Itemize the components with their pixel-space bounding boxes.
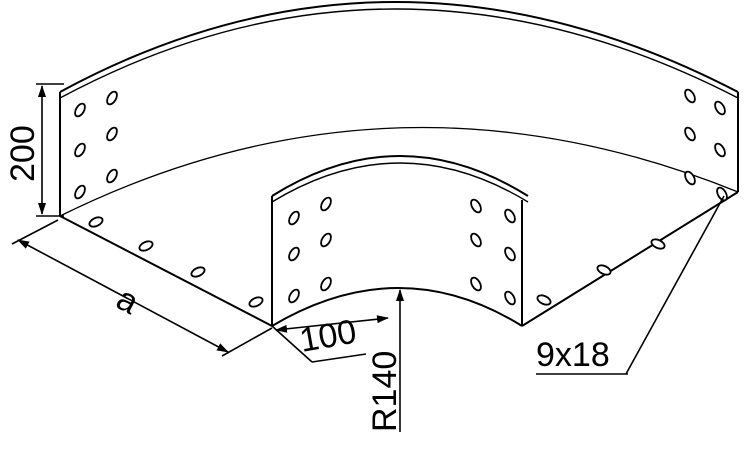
base-right-edge	[521, 191, 739, 327]
slot-hole	[320, 232, 332, 248]
slot-callout	[536, 195, 725, 375]
slot-label: 9x18	[536, 336, 610, 374]
height-dimension	[36, 83, 64, 217]
slot-hole	[106, 126, 118, 142]
slot-hole	[684, 88, 696, 104]
slot-hole	[106, 90, 118, 106]
slot-hole	[684, 126, 696, 142]
mounting-slots	[74, 88, 728, 308]
slot-hole	[470, 276, 482, 292]
slot-hole	[88, 216, 104, 228]
slot-hole	[288, 246, 300, 262]
width-label: 100	[297, 313, 359, 360]
slot-hole	[716, 186, 728, 202]
slot-hole	[536, 294, 552, 306]
slot-hole	[138, 240, 154, 252]
slot-hole	[288, 210, 300, 226]
slot-hole	[320, 196, 332, 212]
slot-hole	[190, 266, 206, 278]
side-dimension	[11, 219, 273, 357]
slot-hole	[504, 208, 516, 224]
height-label: 200	[4, 125, 42, 182]
slot-hole	[504, 246, 516, 262]
radius-label: R140	[366, 351, 404, 432]
slot-hole	[470, 198, 482, 214]
slot-hole	[74, 184, 86, 200]
side-label: a	[110, 280, 145, 322]
slot-callout-leader	[625, 195, 725, 375]
side-dimension-line	[17, 239, 229, 353]
base-plate	[59, 126, 739, 327]
slot-hole	[714, 100, 726, 116]
slot-hole	[596, 264, 612, 276]
base-far-edge	[59, 126, 739, 217]
slot-hole	[74, 102, 86, 118]
width-dimension-line	[275, 315, 389, 333]
outer-wall	[59, 1, 739, 216]
base-inner-arc	[271, 287, 523, 327]
slot-hole	[74, 142, 86, 158]
slot-hole	[684, 170, 696, 186]
outer-wall-top-lip	[59, 8, 739, 99]
inner-wall	[271, 155, 529, 326]
slot-hole	[470, 232, 482, 248]
inner-wall-top-edge	[271, 155, 529, 197]
slot-hole	[650, 238, 666, 250]
slot-hole	[504, 290, 516, 306]
slot-hole	[288, 288, 300, 304]
outer-wall-top-edge	[59, 1, 739, 93]
slot-hole	[714, 142, 726, 158]
slot-hole	[106, 168, 118, 184]
slot-hole	[320, 276, 332, 292]
slot-hole	[248, 296, 264, 308]
base-left-edge	[59, 215, 273, 327]
width-dimension	[271, 315, 389, 363]
inner-wall-top-lip	[271, 162, 529, 203]
